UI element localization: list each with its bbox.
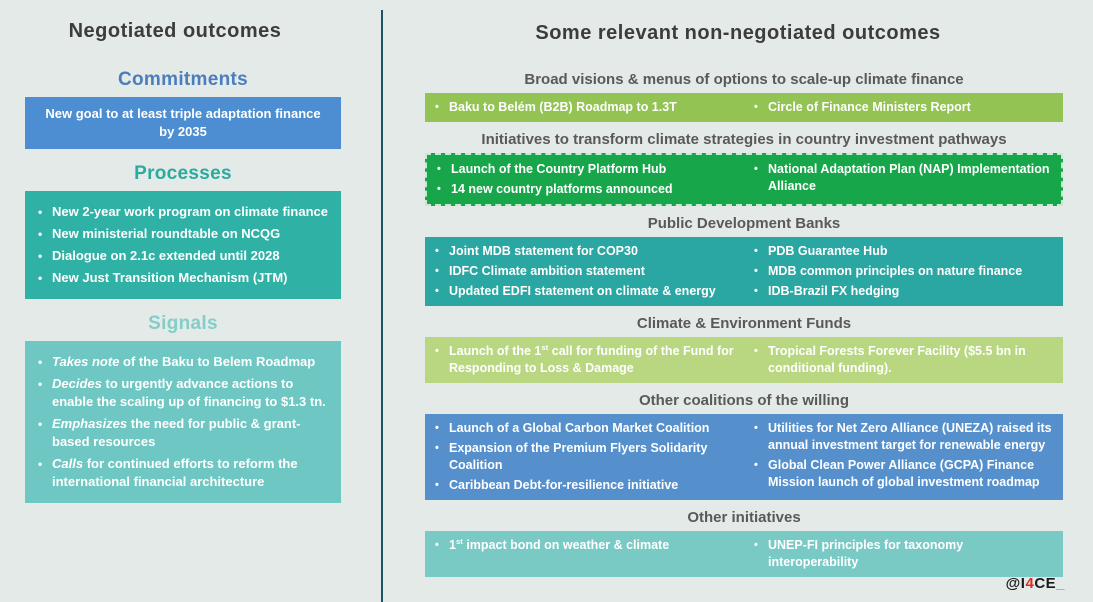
list-item: Takes note of the Baku to Belem Roadmap	[35, 353, 331, 371]
list-item: Emphasizes the need for public & grant-b…	[35, 415, 331, 451]
list-item: IDFC Climate ambition statement	[425, 263, 736, 280]
section-other-initiatives: Other initiatives 1st impact bond on wea…	[383, 509, 1093, 577]
bullet-column: Launch of the 1st call for funding of th…	[425, 343, 744, 377]
list-item: National Adaptation Plan (NAP) Implement…	[744, 161, 1053, 195]
list-item: Utilities for Net Zero Alliance (UNEZA) …	[744, 420, 1055, 454]
list-item: Launch of the 1st call for funding of th…	[425, 343, 736, 377]
bullet-column: National Adaptation Plan (NAP) Implement…	[744, 161, 1061, 198]
list-item: 1st impact bond on weather & climate	[425, 537, 736, 554]
section-heading: Other initiatives	[687, 509, 801, 526]
list-item: Baku to Belém (B2B) Roadmap to 1.3T	[425, 99, 736, 116]
section-other-coalitions: Other coalitions of the willing Launch o…	[383, 392, 1093, 500]
list-item: Dialogue on 2.1c extended until 2028	[35, 247, 331, 265]
signals-box: Takes note of the Baku to Belem Roadmap …	[25, 341, 341, 503]
country-pathways-box: Launch of the Country Platform Hub 14 ne…	[425, 153, 1063, 206]
list-item: New ministerial roundtable on NCQG	[35, 225, 331, 243]
list-item: Launch of a Global Carbon Market Coaliti…	[425, 420, 736, 437]
bullet-column: 1st impact bond on weather & climate	[425, 537, 744, 571]
section-public-development-banks: Public Development Banks Joint MDB state…	[383, 215, 1093, 306]
bullet-column: Circle of Finance Ministers Report	[744, 99, 1063, 116]
signals-heading: Signals	[148, 313, 218, 334]
list-item: Circle of Finance Ministers Report	[744, 99, 1055, 116]
list-item: New 2-year work program on climate finan…	[35, 203, 331, 221]
bullet-column: Launch of the Country Platform Hub 14 ne…	[427, 161, 744, 198]
broad-visions-box: Baku to Belém (B2B) Roadmap to 1.3T Circ…	[425, 93, 1063, 122]
commitments-heading: Commitments	[118, 69, 248, 90]
processes-heading: Processes	[134, 163, 232, 184]
list-item: MDB common principles on nature finance	[744, 263, 1055, 280]
list-item: Global Clean Power Alliance (GCPA) Finan…	[744, 457, 1055, 491]
bullet-column: Utilities for Net Zero Alliance (UNEZA) …	[744, 420, 1063, 494]
negotiated-outcomes-column: Negotiated outcomes Commitments New goal…	[0, 0, 383, 503]
i4ce-logo: @I4CE_	[1005, 575, 1065, 592]
other-initiatives-box: 1st impact bond on weather & climate UNE…	[425, 531, 1063, 577]
right-sections: Broad visions & menus of options to scal…	[383, 71, 1093, 577]
bullet-column: Tropical Forests Forever Facility ($5.5 …	[744, 343, 1063, 377]
section-climate-environment-funds: Climate & Environment Funds Launch of th…	[383, 315, 1093, 383]
list-item: New Just Transition Mechanism (JTM)	[35, 269, 331, 287]
bullet-column: Joint MDB statement for COP30 IDFC Clima…	[425, 243, 744, 300]
bullet-column: PDB Guarantee Hub MDB common principles …	[744, 243, 1063, 300]
signals-list: Takes note of the Baku to Belem Roadmap …	[35, 347, 331, 497]
list-item: IDB-Brazil FX hedging	[744, 283, 1055, 300]
column-divider	[381, 10, 383, 602]
list-item: Joint MDB statement for COP30	[425, 243, 736, 260]
list-item: Launch of the Country Platform Hub	[427, 161, 736, 178]
section-broad-visions: Broad visions & menus of options to scal…	[383, 71, 1093, 122]
processes-box: New 2-year work program on climate finan…	[25, 191, 341, 299]
section-heading: Initiatives to transform climate strateg…	[481, 131, 1007, 148]
coalitions-box: Launch of a Global Carbon Market Coaliti…	[425, 414, 1063, 500]
logo-underscore: _	[1056, 575, 1065, 592]
list-item: Tropical Forests Forever Facility ($5.5 …	[744, 343, 1055, 377]
non-negotiated-outcomes-column: Some relevant non-negotiated outcomes Br…	[383, 0, 1093, 577]
list-item: 14 new country platforms announced	[427, 181, 736, 198]
commitment-item: New goal to at least triple adaptation f…	[45, 106, 321, 139]
processes-list: New 2-year work program on climate finan…	[35, 197, 331, 293]
bullet-column: Baku to Belém (B2B) Roadmap to 1.3T	[425, 99, 744, 116]
list-item: Caribbean Debt-for-resilience initiative	[425, 477, 736, 494]
pdb-box: Joint MDB statement for COP30 IDFC Clima…	[425, 237, 1063, 306]
section-heading: Climate & Environment Funds	[636, 315, 852, 332]
list-item: UNEP-FI principles for taxonomy interope…	[744, 537, 1055, 571]
section-country-pathways: Initiatives to transform climate strateg…	[383, 131, 1093, 206]
list-item: Decides to urgently advance actions to e…	[35, 375, 331, 411]
list-item: Calls for continued efforts to reform th…	[35, 455, 331, 491]
list-item: Updated EDFI statement on climate & ener…	[425, 283, 736, 300]
list-item: PDB Guarantee Hub	[744, 243, 1055, 260]
commitments-box: New goal to at least triple adaptation f…	[25, 97, 341, 149]
section-heading: Public Development Banks	[647, 215, 841, 232]
bullet-column: UNEP-FI principles for taxonomy interope…	[744, 537, 1063, 571]
left-column-title: Negotiated outcomes	[68, 20, 282, 42]
right-column-title: Some relevant non-negotiated outcomes	[535, 22, 941, 44]
section-heading: Broad visions & menus of options to scal…	[524, 71, 964, 88]
bullet-column: Launch of a Global Carbon Market Coaliti…	[425, 420, 744, 494]
logo-accent: 4	[1025, 575, 1035, 592]
climate-funds-box: Launch of the 1st call for funding of th…	[425, 337, 1063, 383]
list-item: Expansion of the Premium Flyers Solidari…	[425, 440, 736, 474]
section-heading: Other coalitions of the willing	[638, 392, 849, 409]
